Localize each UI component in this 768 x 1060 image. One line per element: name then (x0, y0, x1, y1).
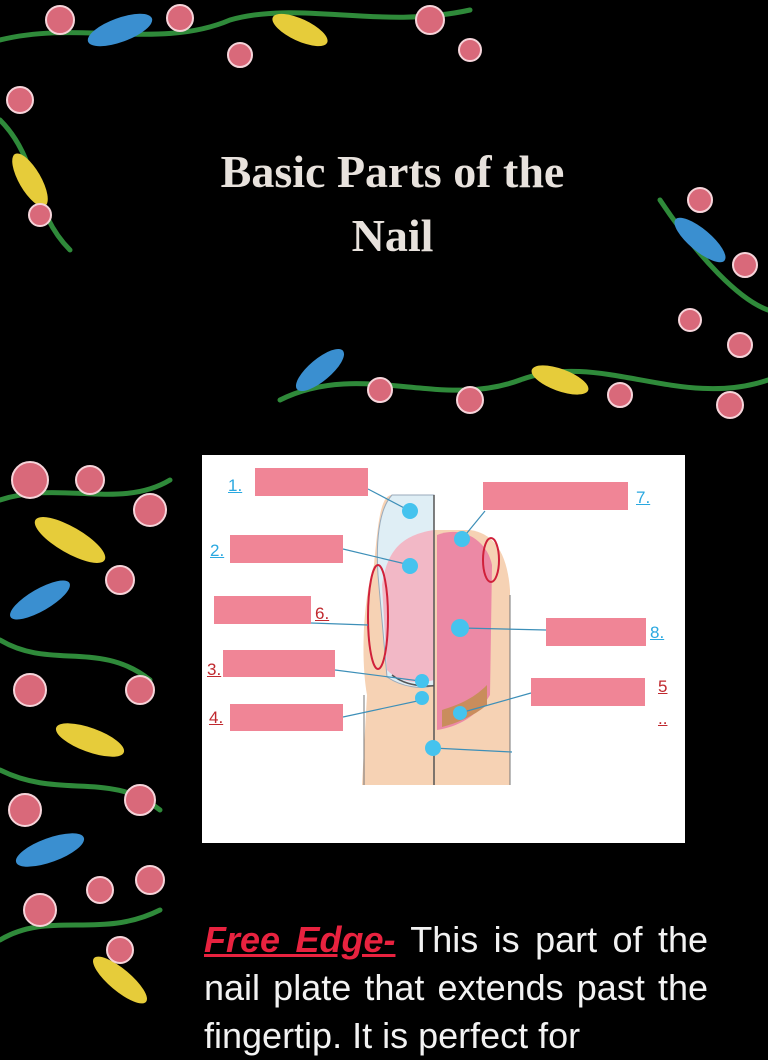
label-box-6 (214, 596, 311, 624)
definition-paragraph: Free Edge- This is part of the nail plat… (204, 916, 708, 1060)
definition-term: Free Edge- (204, 919, 396, 960)
nail-illustration (310, 488, 547, 785)
label-number-7: 7. (636, 488, 651, 507)
label-box-1 (255, 468, 368, 496)
label-box-5 (531, 678, 645, 706)
page-title: Basic Parts of the Nail (130, 140, 655, 268)
label-box-2 (230, 535, 343, 563)
label-number-1: 1. (228, 476, 243, 495)
label-number-5: 5 (658, 677, 668, 696)
label-box-4 (230, 704, 343, 731)
label-box-7 (483, 482, 628, 510)
label-number-5-suffix: .. (658, 709, 668, 728)
title-line-2: Nail (351, 210, 434, 261)
label-number-2: 2. (210, 541, 225, 560)
title-line-1: Basic Parts of the (220, 146, 565, 197)
label-box-3 (223, 650, 335, 677)
floral-ornament-left (0, 461, 173, 1004)
nail-diagram: 1. 2. 6. 3. 4. 7. 8. 5 .. (202, 455, 685, 843)
label-number-4: 4. (209, 708, 224, 727)
label-number-3: 3. (207, 660, 222, 679)
label-box-8 (546, 618, 646, 646)
label-number-6: 6. (315, 604, 330, 623)
label-number-8: 8. (650, 623, 665, 642)
